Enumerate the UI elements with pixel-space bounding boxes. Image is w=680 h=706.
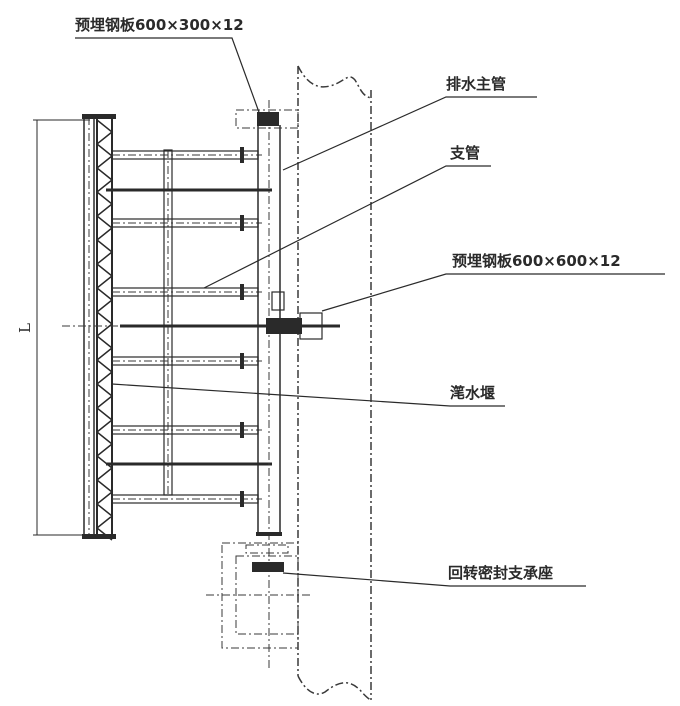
branch-pipe [111, 284, 262, 300]
embedded-plate-top [235, 109, 299, 129]
callout-overflow-weir: 滗水堰 [450, 384, 495, 402]
dimension-label: L [16, 323, 34, 333]
dimension-L: L [16, 119, 90, 536]
rotary-seal-bearing [206, 542, 310, 649]
concrete-wall [297, 65, 372, 701]
callout-embedded-plate-top: 预埋钢板600×300×12 [75, 16, 244, 34]
callout-branch-pipe: 支管 [449, 144, 480, 162]
overflow-weir-truss [82, 114, 116, 541]
leader-lines [75, 37, 665, 587]
branch-pipe [111, 215, 262, 231]
branch-pipe [111, 147, 262, 163]
callouts: 预埋钢板600×300×12 排水主管 支管 预埋钢板600×600×12 滗水… [75, 16, 621, 582]
main-drain-pipe [256, 100, 282, 670]
branch-pipe [111, 422, 262, 438]
callout-embedded-plate-mid: 预埋钢板600×600×12 [452, 252, 621, 270]
collector-beam [163, 149, 173, 496]
callout-main-drain-pipe: 排水主管 [446, 75, 506, 93]
embedded-plate-mid [62, 291, 340, 340]
branch-pipe [111, 353, 262, 369]
callout-rotary-seal-bearing: 回转密封支承座 [448, 564, 553, 582]
branch-pipe [111, 491, 262, 507]
